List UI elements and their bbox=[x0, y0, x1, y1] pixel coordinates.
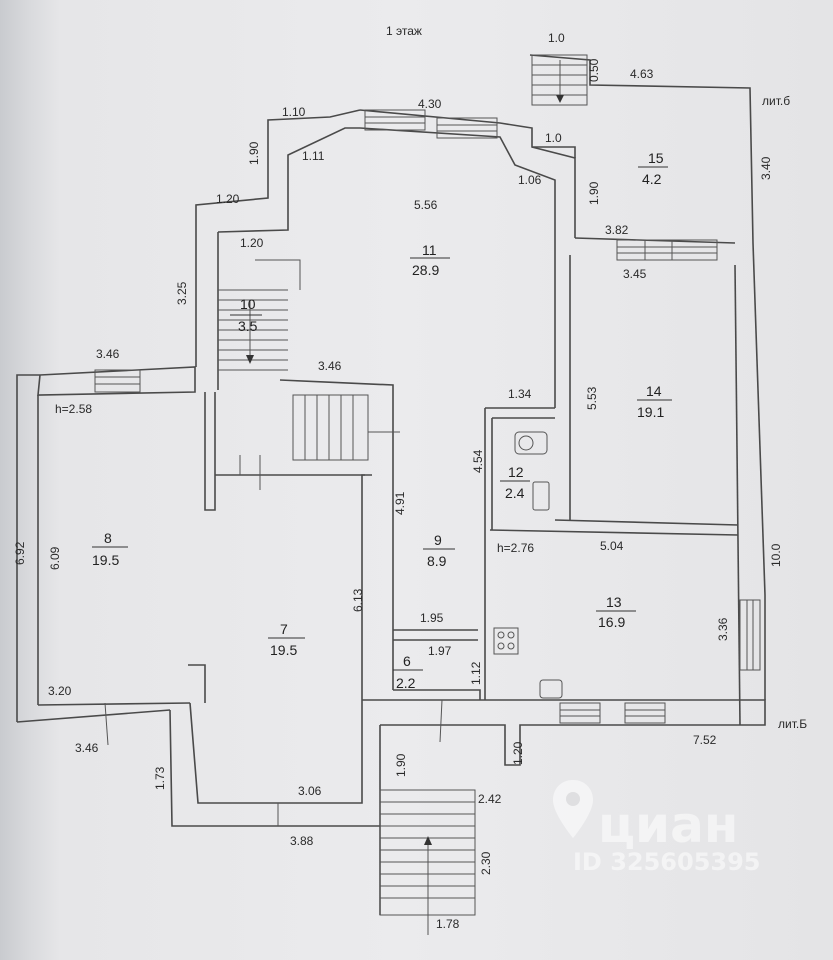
dim-2-42: 2.42 bbox=[478, 792, 502, 806]
dim-3-46-bottom: 3.46 bbox=[75, 741, 99, 755]
room-14-number: 14 bbox=[646, 383, 662, 399]
room-8-number: 8 bbox=[104, 530, 112, 546]
room-8-area: 19.5 bbox=[92, 552, 119, 568]
windows bbox=[94, 109, 761, 826]
room-12-area: 2.4 bbox=[505, 485, 525, 501]
room-13-area: 16.9 bbox=[598, 614, 625, 630]
dim-3-46-left: 3.46 bbox=[96, 347, 120, 361]
dim-3-20: 3.20 bbox=[48, 684, 72, 698]
dim-1-90-left: 1.90 bbox=[247, 141, 261, 165]
dim-3-40: 3.40 bbox=[759, 156, 773, 180]
room-11-number: 11 bbox=[422, 242, 437, 258]
dim-1-20-bottom: 1.20 bbox=[511, 741, 525, 765]
floor-title: 1 этаж bbox=[386, 24, 422, 38]
dim-3-06: 3.06 bbox=[298, 784, 322, 798]
watermark-id: ID 325605395 bbox=[573, 848, 761, 876]
room-12-number: 12 bbox=[508, 464, 524, 480]
dim-1-34: 1.34 bbox=[508, 387, 532, 401]
dim-3-88: 3.88 bbox=[290, 834, 314, 848]
dim-1-10: 1.10 bbox=[282, 105, 306, 119]
dim-3-36: 3.36 bbox=[716, 617, 730, 641]
watermark-brand: циан bbox=[598, 796, 738, 854]
dim-2-30: 2.30 bbox=[479, 851, 493, 875]
dim-6-13: 6.13 bbox=[351, 588, 365, 612]
height-right-label: h=2.76 bbox=[497, 541, 534, 555]
room-14-area: 19.1 bbox=[637, 404, 664, 420]
dim-1-90-right: 1.90 bbox=[587, 181, 601, 205]
dim-6-09: 6.09 bbox=[48, 546, 62, 570]
dim-3-46-mid: 3.46 bbox=[318, 359, 342, 373]
room-13-number: 13 bbox=[606, 594, 622, 610]
room-6-area: 2.2 bbox=[396, 675, 416, 691]
dim-0-50: 0.50 bbox=[587, 58, 601, 82]
cian-watermark: циан ID 325605395 bbox=[553, 780, 761, 876]
room-7-area: 19.5 bbox=[270, 642, 297, 658]
dim-1-90-bottom: 1.90 bbox=[394, 753, 408, 777]
room-9-number: 9 bbox=[434, 532, 442, 548]
room-9-area: 8.9 bbox=[427, 553, 447, 569]
dim-3-25: 3.25 bbox=[175, 281, 189, 305]
room-dividers bbox=[92, 166, 672, 671]
dim-1-97: 1.97 bbox=[428, 644, 452, 658]
dim-1-20-upper: 1.20 bbox=[216, 192, 240, 206]
dim-1-0-top: 1.0 bbox=[548, 31, 565, 45]
room-11-area: 28.9 bbox=[412, 262, 439, 278]
dim-10-0: 10.0 bbox=[769, 543, 783, 567]
dim-5-56: 5.56 bbox=[414, 198, 438, 212]
dim-1-20-stair: 1.20 bbox=[240, 236, 264, 250]
lit-big-label: лит.Б bbox=[778, 717, 807, 731]
dim-1-78: 1.78 bbox=[436, 917, 460, 931]
dim-1-12: 1.12 bbox=[469, 661, 483, 685]
room-10-number: 10 bbox=[240, 296, 256, 312]
room-10-area: 3.5 bbox=[238, 318, 258, 334]
dim-3-82: 3.82 bbox=[605, 223, 629, 237]
dim-1-11: 1.11 bbox=[302, 149, 325, 163]
dim-6-92: 6.92 bbox=[13, 541, 27, 565]
room-6-number: 6 bbox=[403, 653, 411, 669]
stairs bbox=[218, 54, 588, 935]
dim-4-30: 4.30 bbox=[418, 97, 442, 111]
dim-5-53: 5.53 bbox=[585, 386, 599, 410]
vertical-dimension-labels: 0.50 1.90 1.90 3.40 3.25 5.53 4.54 4.91 … bbox=[13, 58, 783, 875]
height-left-label: h=2.58 bbox=[55, 402, 92, 416]
room-7-number: 7 bbox=[280, 621, 288, 637]
location-pin-icon bbox=[553, 780, 593, 838]
dim-5-04: 5.04 bbox=[600, 539, 624, 553]
dim-3-45: 3.45 bbox=[623, 267, 647, 281]
room-15-area: 4.2 bbox=[642, 171, 662, 187]
dim-1-0-mid: 1.0 bbox=[545, 131, 562, 145]
fixtures bbox=[493, 431, 563, 699]
room-15-number: 15 bbox=[648, 150, 664, 166]
dim-1-73: 1.73 bbox=[153, 766, 167, 790]
dim-1-06: 1.06 bbox=[518, 173, 542, 187]
dimension-labels: 1.0 4.63 1.10 4.30 1.0 1.11 1.06 1.20 5.… bbox=[48, 31, 717, 931]
dim-7-52: 7.52 bbox=[693, 733, 717, 747]
dim-4-91: 4.91 bbox=[393, 491, 407, 515]
dim-4-54: 4.54 bbox=[471, 449, 485, 473]
lit-small-label: лит.б bbox=[762, 94, 790, 108]
dim-4-63: 4.63 bbox=[630, 67, 654, 81]
dim-1-95: 1.95 bbox=[420, 611, 444, 625]
walls bbox=[16, 54, 766, 915]
